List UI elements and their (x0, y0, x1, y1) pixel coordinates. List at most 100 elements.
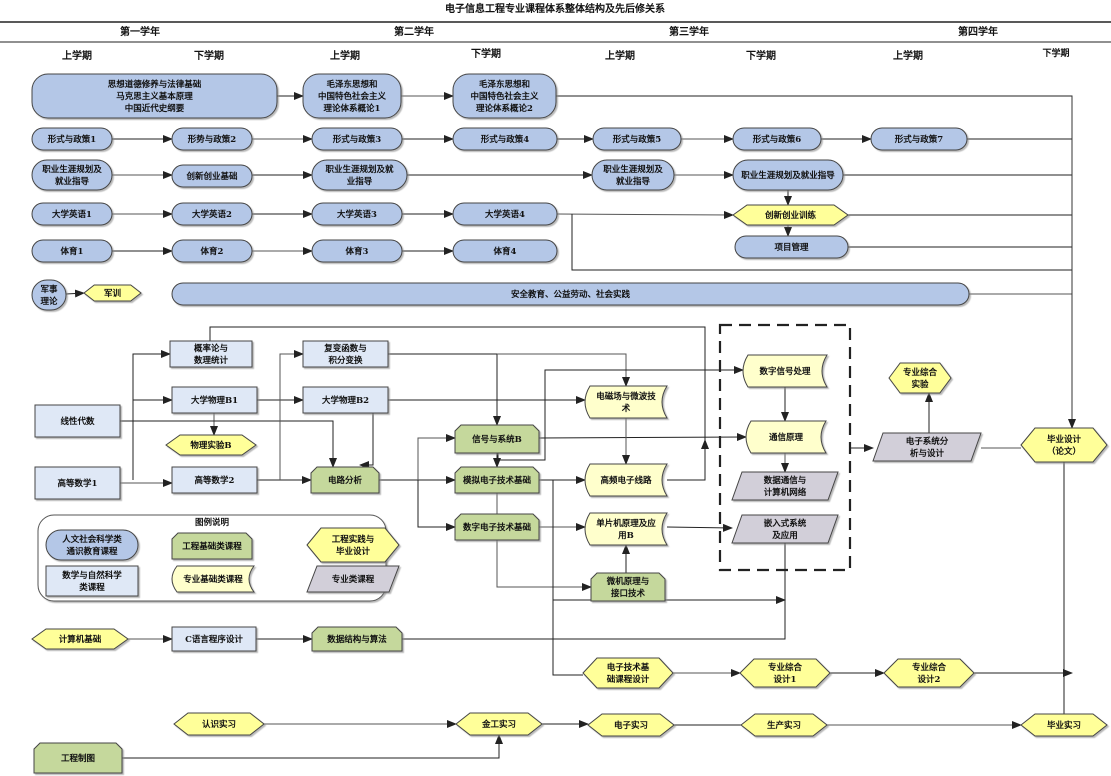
semester-1-label: 上学期 (62, 49, 92, 62)
node-shape (742, 354, 828, 388)
course-label: 体育1 (61, 246, 84, 257)
course-label: 大学物理B1 (191, 395, 238, 406)
node-shape (31, 159, 113, 191)
course-label: 专业综合设计2 (912, 662, 947, 685)
course-label: 大学物理B2 (322, 395, 369, 406)
course-node-en3: 大学英语3 (311, 202, 403, 226)
course-node-xxds: 线性代数 (34, 404, 121, 438)
legend-item-specialty_basic: 专业基础类课程 (171, 565, 256, 593)
legend-item-humanities: 人文社会科学类通识教育课程 (45, 529, 139, 561)
course-label: 数字信号处理 (759, 366, 811, 377)
node-shape (454, 513, 540, 541)
course-label: 思想道德修养与法律基础马克思主义基本原理中国近代史纲要 (108, 79, 202, 114)
prerequisite-edge (417, 434, 456, 480)
course-label: 体育3 (346, 246, 369, 257)
course-label: 形式与政策5 (613, 134, 662, 145)
course-node-wlsy: 物理实验B (165, 434, 257, 456)
course-node-wjyl: 微机原理与接口技术 (590, 572, 666, 602)
course-node-gczt: 工程制图 (33, 742, 123, 774)
course-label: 专业综合实验 (903, 367, 938, 390)
legend: 图例说明 人文社会科学类通识教育课程工程基础类课程工程实践与毕业设计数学与自然科… (37, 514, 400, 602)
course-node-sjtx: 数据通信与计算机网络 (731, 471, 839, 501)
node-shape (592, 127, 682, 151)
node-shape (587, 713, 675, 737)
course-node-xs6: 形式与政策6 (732, 127, 822, 151)
course-label: 形式与政策7 (895, 134, 944, 145)
course-node-xs3: 形式与政策3 (311, 127, 403, 151)
course-label: 大学英语1 (52, 209, 92, 220)
course-label: 概率论与数理统计 (194, 343, 229, 366)
prerequisite-edge (552, 480, 583, 676)
course-node-cxjc: 创新创业基础 (171, 164, 253, 188)
course-node-gpdz: 高频电子线路 (584, 463, 668, 497)
course-node-bysx: 毕业实习 (1020, 713, 1108, 737)
course-node-mndz: 模拟电子技术基础 (454, 466, 540, 494)
node-shape (584, 463, 668, 497)
course-label: 单片机原理及应用B (596, 518, 656, 541)
node-shape (584, 512, 668, 546)
year-2-label: 第二学年 (394, 25, 434, 38)
course-node-xs1: 形式与政策1 (31, 127, 113, 151)
node-shape (310, 466, 380, 494)
course-node-xmgl: 项目管理 (734, 235, 849, 259)
node-shape (171, 282, 970, 306)
prerequisite-edge (571, 214, 1072, 271)
course-label: 创新创业训练 (764, 210, 817, 221)
node-shape (169, 340, 253, 368)
course-node-en2: 大学英语2 (171, 202, 253, 226)
legend-item-specialty: 专业类课程 (306, 565, 400, 593)
course-label: 复变函数与积分变换 (323, 343, 367, 366)
course-node-jsj: 计算机基础 (31, 628, 129, 650)
course-label: 形式与政策6 (753, 134, 802, 145)
course-label: 电子实习 (614, 720, 648, 731)
node-shape (165, 434, 257, 456)
year-1-label: 第一学年 (120, 25, 160, 38)
prerequisite-edge (538, 433, 747, 442)
course-node-gs2: 高等数学2 (171, 466, 258, 494)
prerequisite-edge (667, 439, 709, 481)
node-shape (31, 628, 129, 650)
prerequisite-edge (402, 543, 786, 640)
course-node-wl1: 大学物理B1 (171, 386, 258, 414)
course-label: 数字电子技术基础 (463, 522, 532, 533)
course-node-cxxl: 创新创业训练 (732, 204, 849, 226)
prerequisite-edge (666, 523, 733, 532)
node-shape (590, 572, 666, 602)
node-shape (582, 657, 674, 689)
node-shape (34, 404, 121, 438)
node-shape (731, 471, 839, 501)
legend-item-label: 人文社会科学类通识教育课程 (62, 534, 122, 557)
node-shape (452, 202, 558, 226)
course-label: 军训 (104, 288, 122, 299)
node-shape (311, 127, 403, 151)
node-shape (31, 279, 67, 311)
course-label: 安全教育、公益劳动、社会实践 (511, 289, 631, 300)
year-3-label: 第三学年 (669, 25, 709, 38)
course-node-szdz: 数字电子技术基础 (454, 513, 540, 541)
course-label: 高频电子线路 (600, 475, 652, 486)
legend-item-label: 专业类课程 (332, 574, 375, 585)
core-course-group-frame (718, 323, 852, 572)
course-node-mao1: 毛泽东思想和中国特色社会主义理论体系概论1 (302, 73, 402, 119)
semester-2-label: 下学期 (194, 49, 224, 62)
course-label: 金工实习 (481, 719, 516, 730)
node-shape (173, 712, 265, 736)
course-label: 大学英语4 (485, 209, 525, 220)
course-label: 毕业实习 (1047, 720, 1081, 731)
course-node-scsx: 生产实习 (740, 713, 828, 737)
year-4-label: 第四学年 (958, 25, 998, 38)
course-node-dzsx: 电子实习 (587, 713, 675, 737)
course-label: 模拟电子技术基础 (463, 475, 532, 486)
node-shape (311, 239, 403, 263)
node-shape (870, 127, 968, 151)
node-shape (302, 340, 389, 368)
node-shape (171, 386, 258, 414)
node-shape (888, 362, 952, 394)
course-node-xs7: 形式与政策7 (870, 127, 968, 151)
course-label: 大学英语3 (337, 209, 377, 220)
diagram-title: 电子信息工程专业课程体系整体结构及先后修关系 (445, 2, 665, 15)
course-node-rzsx: 认识实习 (173, 712, 265, 736)
node-shape (171, 164, 253, 188)
prerequisite-edge (497, 353, 630, 387)
prerequisite-edge (496, 540, 592, 591)
